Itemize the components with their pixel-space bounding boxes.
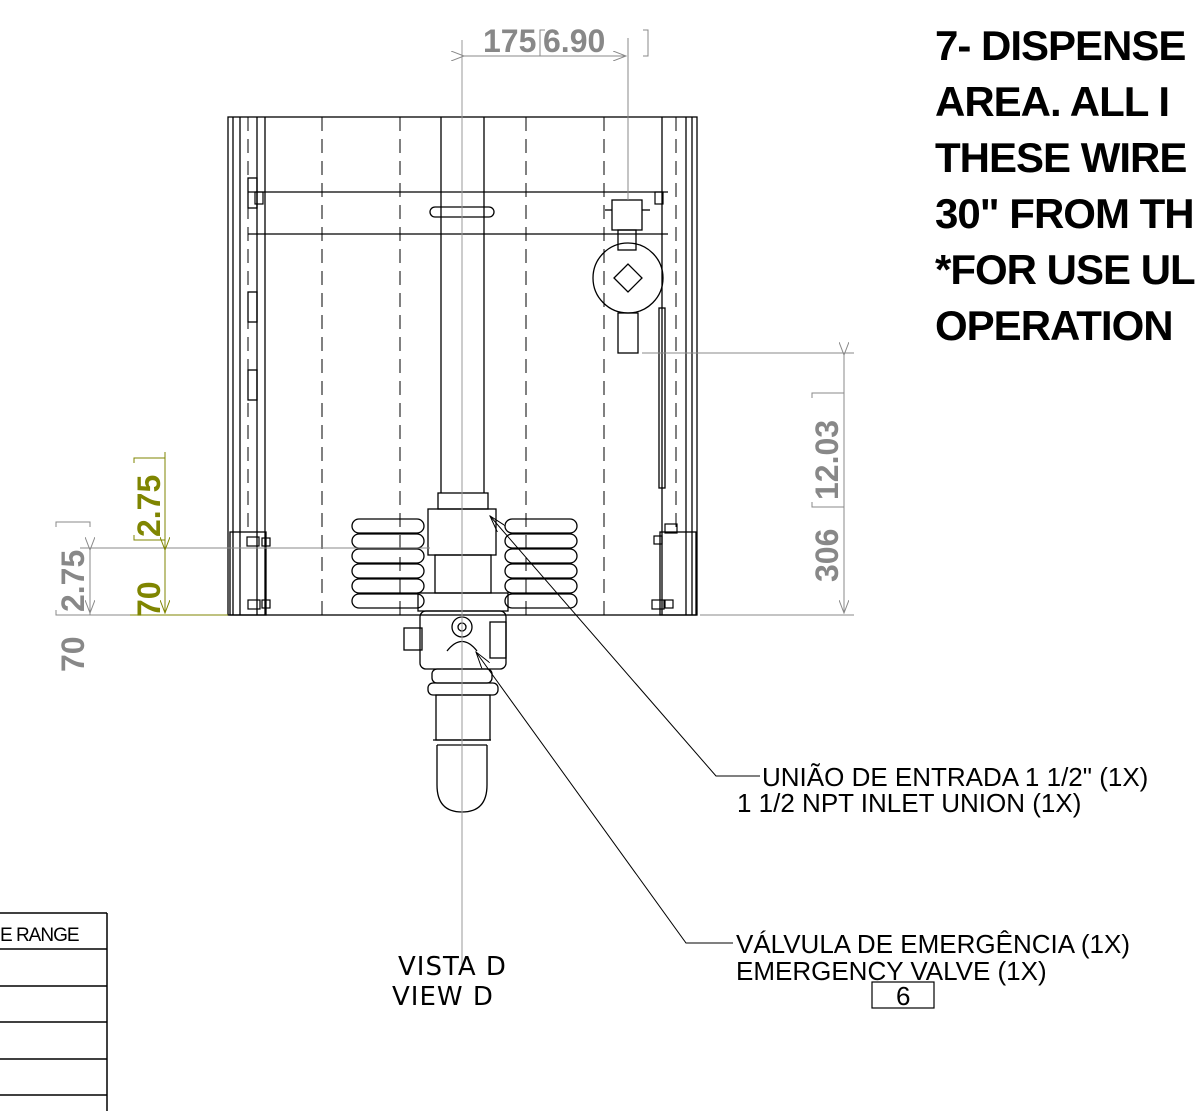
callout-inlet-union-en: 1 1/2 NPT INLET UNION (1X)	[737, 788, 1081, 818]
dim-top-width	[464, 29, 649, 200]
note-line-6: OPERATION	[935, 302, 1174, 349]
view-label-pt: VISTA D	[398, 952, 507, 982]
note-line-3: THESE WIRE	[935, 134, 1187, 181]
note-line-5: *FOR USE UL	[935, 246, 1196, 293]
revision-table	[0, 912, 108, 1111]
table-header-fragment: E RANGE	[0, 925, 79, 946]
dim-left-outer-in: 2.75	[55, 550, 91, 612]
dim-left-outer	[55, 521, 430, 616]
dim-left-inner-mm: 70	[131, 581, 167, 617]
dim-left-inner	[130, 452, 228, 616]
view-label-en: VIEW D	[392, 982, 494, 1012]
dim-right-height-in: 12.03	[809, 420, 845, 500]
note-line-2: AREA. ALL I	[935, 78, 1170, 125]
dim-left-outer-mm: 70	[55, 636, 91, 672]
item-number-box	[871, 981, 935, 1009]
emergency-valve-body	[403, 610, 507, 741]
dim-top-width-in: 6.90	[543, 23, 605, 59]
dim-top-width-mm: 175	[483, 23, 536, 59]
callout-emergency-valve-pt: VÁLVULA DE EMERGÊNCIA (1X)	[736, 929, 1130, 959]
dim-right-height	[642, 353, 854, 616]
dim-left-inner-in: 2.75	[131, 475, 167, 537]
hidden-lines	[247, 117, 677, 615]
note-line-1: 7- DISPENSE	[935, 22, 1186, 69]
callout-emergency-valve-en: EMERGENCY VALVE (1X)	[736, 956, 1047, 986]
side-valve	[592, 199, 664, 354]
dim-right-height-mm: 306	[809, 529, 845, 582]
pipe-assembly	[417, 117, 509, 612]
item-number: 6	[896, 981, 910, 1011]
vent-louvers	[351, 518, 578, 609]
note-line-4: 30" FROM TH	[935, 190, 1195, 237]
callout-leaders	[476, 516, 760, 944]
callout-inlet-union-pt: UNIÃO DE ENTRADA 1 1/2" (1X)	[762, 762, 1148, 792]
mounting-hardware	[246, 191, 678, 610]
